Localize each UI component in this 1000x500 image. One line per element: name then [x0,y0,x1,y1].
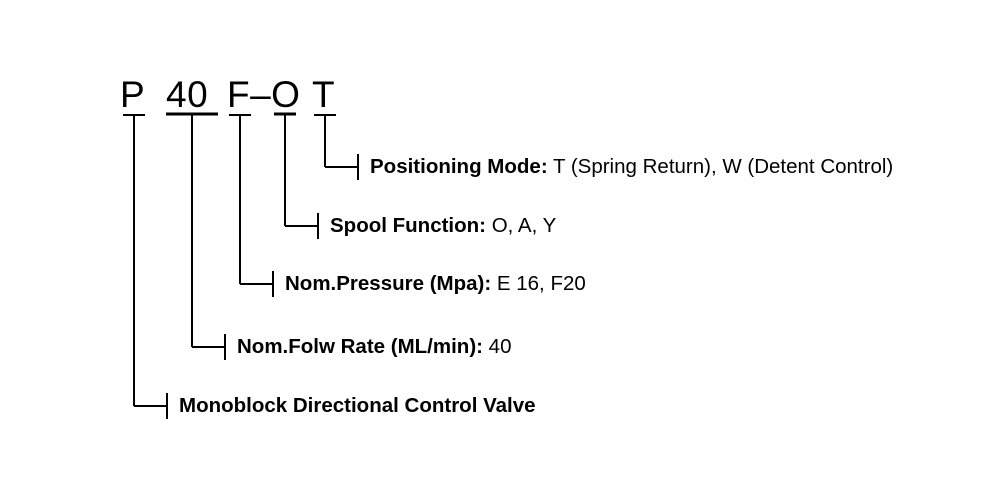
callout-2: Nom.Pressure (Mpa): E 16, F20 [285,272,586,295]
code-segment-0: P [120,74,146,115]
code-segment-1: 40 [166,74,209,115]
callout-lead-1: Spool Function: [330,214,486,237]
code-segment-3: T [312,74,336,115]
code-segment-2: F–O [227,74,301,115]
callout-3: Nom.Folw Rate (ML/min): 40 [237,335,512,358]
callout-lead-2: Nom.Pressure (Mpa): [285,272,492,295]
callout-value-1: O, A, Y [486,214,557,237]
callout-lead-4: Monoblock Directional Control Valve [179,394,536,417]
callout-lead-0: Positioning Mode: [370,155,548,178]
callout-value-0: T (Spring Return), W (Detent Control) [547,155,894,178]
callout-lead-3: Nom.Folw Rate (ML/min): [237,335,483,358]
callout-value-2: E 16, F20 [491,272,586,295]
callout-value-3: 40 [482,335,512,358]
callout-4: Monoblock Directional Control Valve [179,394,536,417]
callout-0: Positioning Mode: T (Spring Return), W (… [370,155,894,178]
callout-1: Spool Function: O, A, Y [330,214,557,237]
